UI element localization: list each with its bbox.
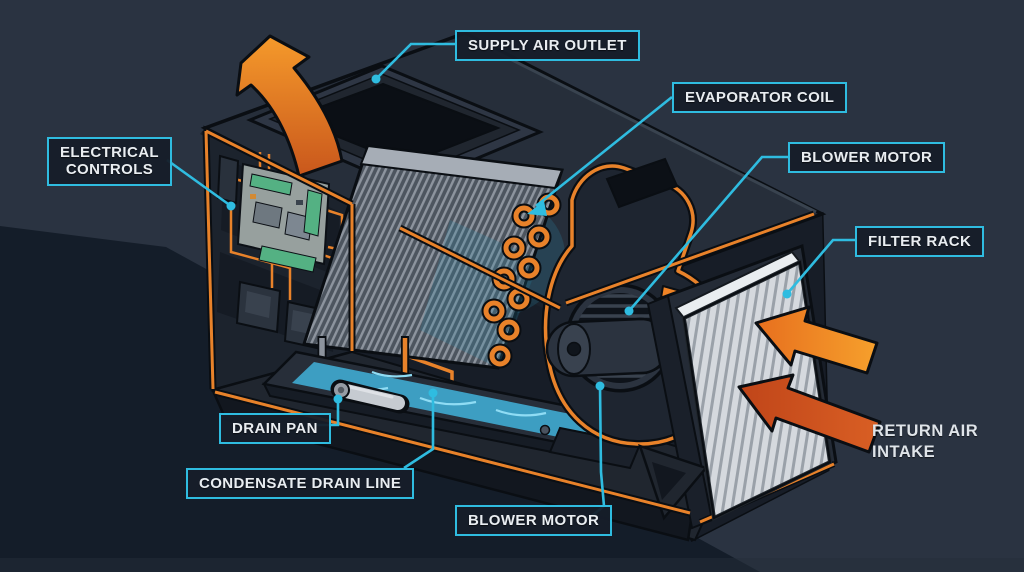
leader-filter-rack: [786, 238, 855, 295]
return-air-arrows: [737, 305, 882, 454]
leader-evaporator-coil: [535, 95, 673, 208]
label-return-air-intake: RETURN AIR INTAKE: [872, 422, 979, 461]
label-blower-motor-lower: BLOWER MOTOR: [455, 505, 613, 537]
label-drain-pan: DRAIN PAN: [219, 413, 331, 445]
relay-box: [216, 154, 240, 205]
label-electrical-controls: ELECTRICAL CONTROLS: [47, 137, 172, 186]
cut-edge-highlights: [202, 127, 816, 517]
leader-supply-air-outlet: [375, 42, 455, 80]
leader-electrical-controls: [166, 158, 232, 208]
callout-leaders: [166, 42, 855, 521]
return-air-arrow-lower-icon: [737, 373, 882, 454]
callout-dots: [226, 74, 792, 404]
label-condensate-drain-line: CONDENSATE DRAIN LINE: [186, 468, 415, 500]
label-evaporator-coil: EVAPORATOR COIL: [672, 82, 848, 114]
label-supply-air-outlet: SUPPLY AIR OUTLET: [455, 30, 640, 62]
circuit-board: [236, 162, 331, 273]
drain-pan: [261, 350, 621, 462]
blower-duct-opening: [605, 157, 679, 209]
label-blower-motor-upper: BLOWER MOTOR: [788, 142, 946, 174]
leader-condensate-drain-line: [403, 393, 435, 470]
evaporator-leader-arrowhead: [527, 201, 547, 216]
leader-blower-motor-upper: [628, 155, 788, 312]
return-air-arrow-upper-icon: [754, 305, 879, 375]
label-filter-rack: FILTER RACK: [855, 226, 985, 258]
condensate-drain-pipe: [330, 379, 410, 414]
